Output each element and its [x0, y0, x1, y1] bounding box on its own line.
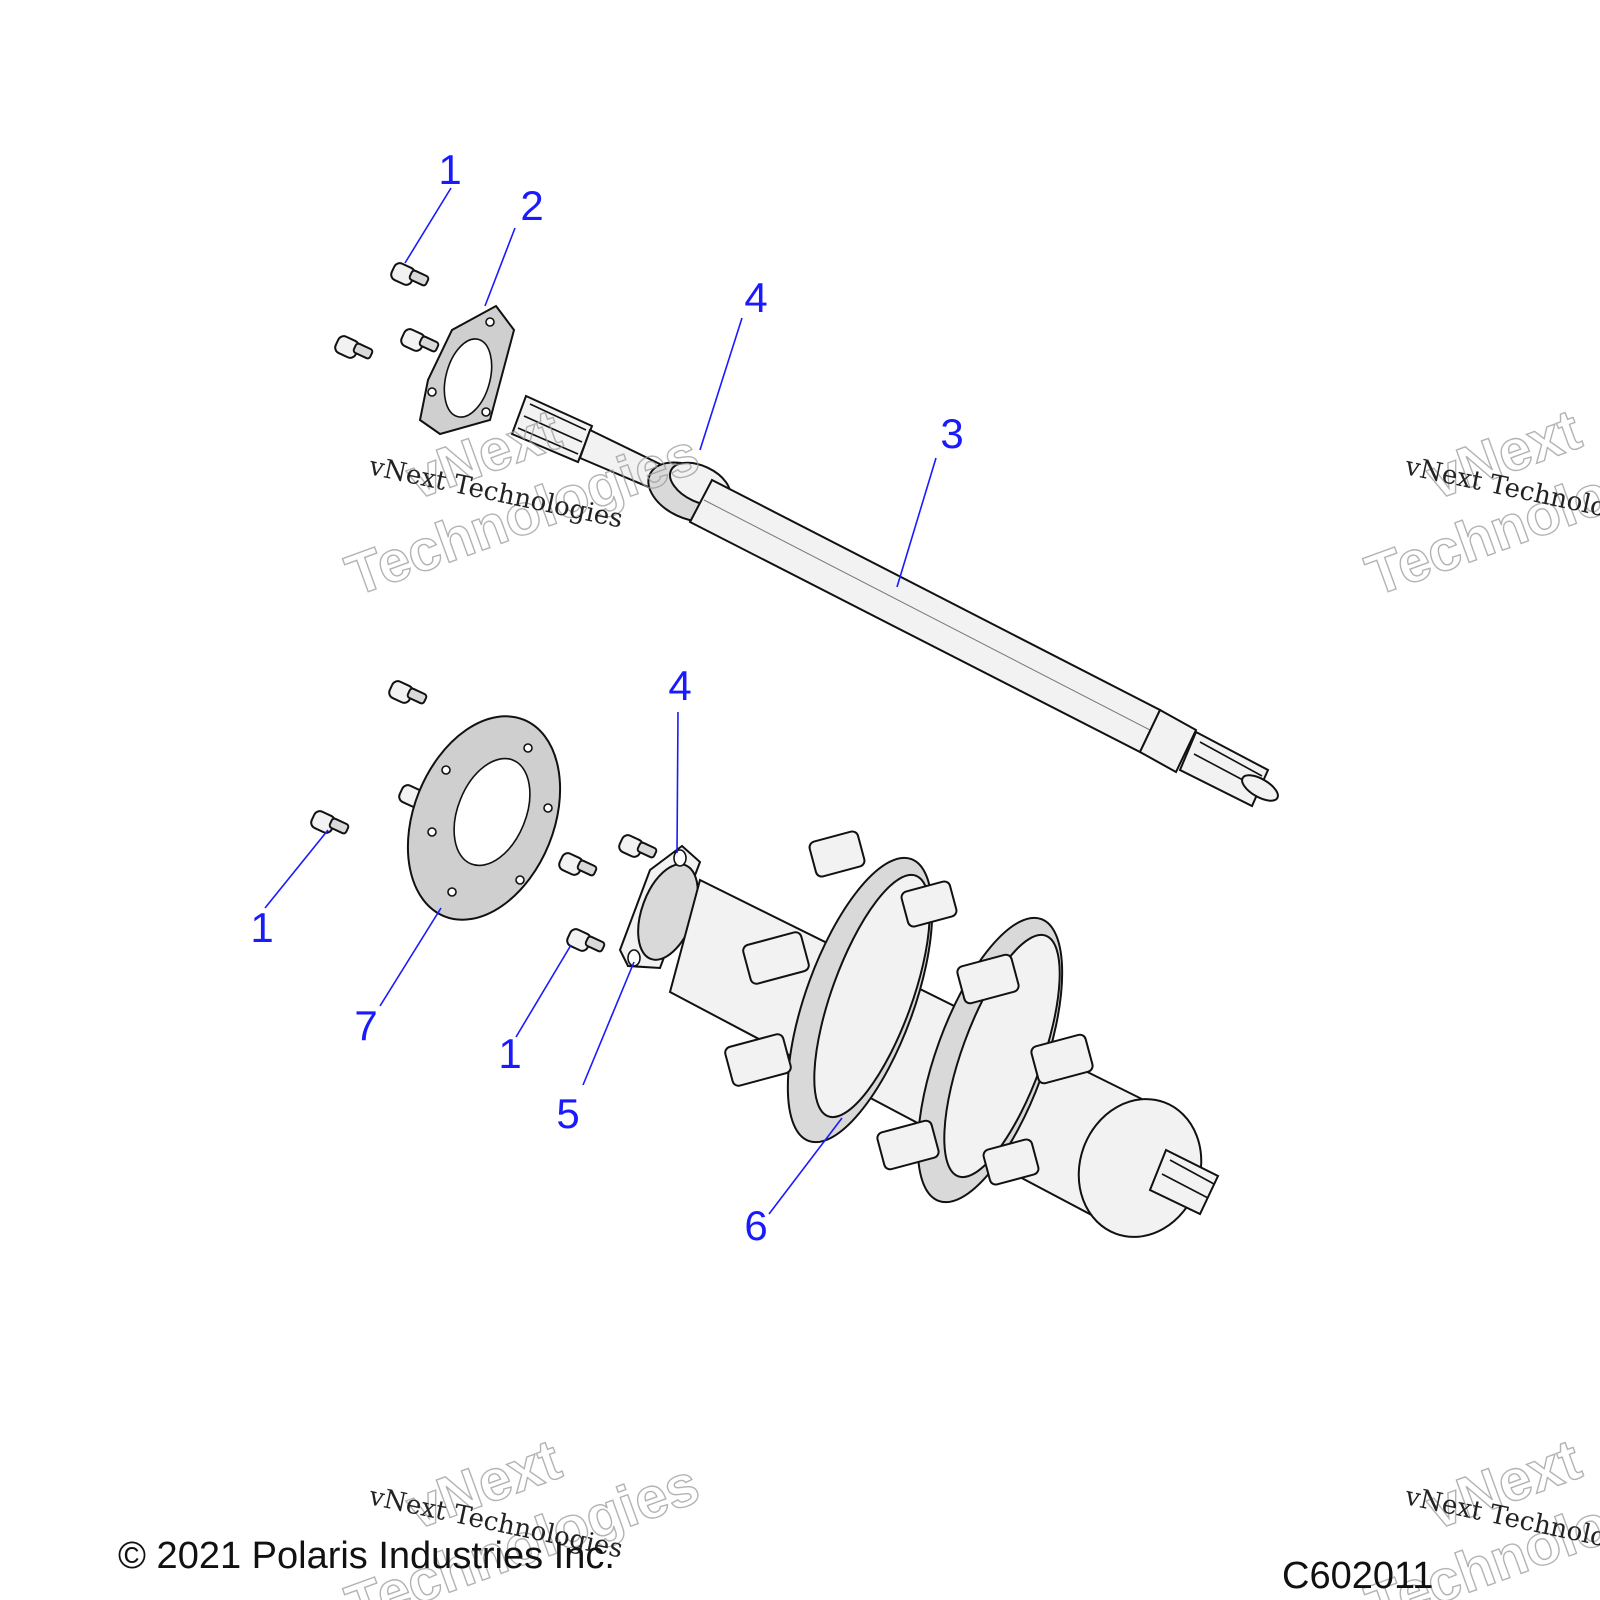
callout-3: 3 [940, 410, 963, 457]
drive-sprocket-assembly [668, 830, 1220, 1238]
bolt-lower-5 [618, 834, 658, 859]
callout-7: 7 [354, 1002, 377, 1049]
callout-1-left: 1 [250, 904, 273, 951]
bolt-upper-3 [400, 328, 440, 353]
bolt-upper-1 [390, 262, 430, 287]
bolt-lower-6 [566, 928, 606, 953]
bolt-upper-2 [334, 335, 374, 360]
callout-1-upper: 1 [438, 146, 461, 193]
leader-lines [264, 187, 937, 1215]
axle-shaft [510, 394, 1279, 808]
callout-1-middle: 1 [498, 1030, 521, 1077]
callout-5: 5 [556, 1090, 579, 1137]
bearing-flange [618, 844, 702, 970]
callout-6: 6 [744, 1202, 767, 1249]
callout-4-upper: 4 [744, 274, 767, 321]
callout-2: 2 [520, 182, 543, 229]
bolt-lower-3 [310, 810, 350, 835]
gasket-upper [418, 304, 516, 436]
bolt-lower-1 [388, 680, 428, 705]
gasket-lower [406, 715, 562, 921]
drawing-code: C602011 [1282, 1555, 1434, 1597]
copyright-notice: © 2021 Polaris Industries Inc. [118, 1535, 615, 1577]
bolt-lower-4 [558, 852, 598, 877]
callout-4-lower: 4 [668, 662, 691, 709]
